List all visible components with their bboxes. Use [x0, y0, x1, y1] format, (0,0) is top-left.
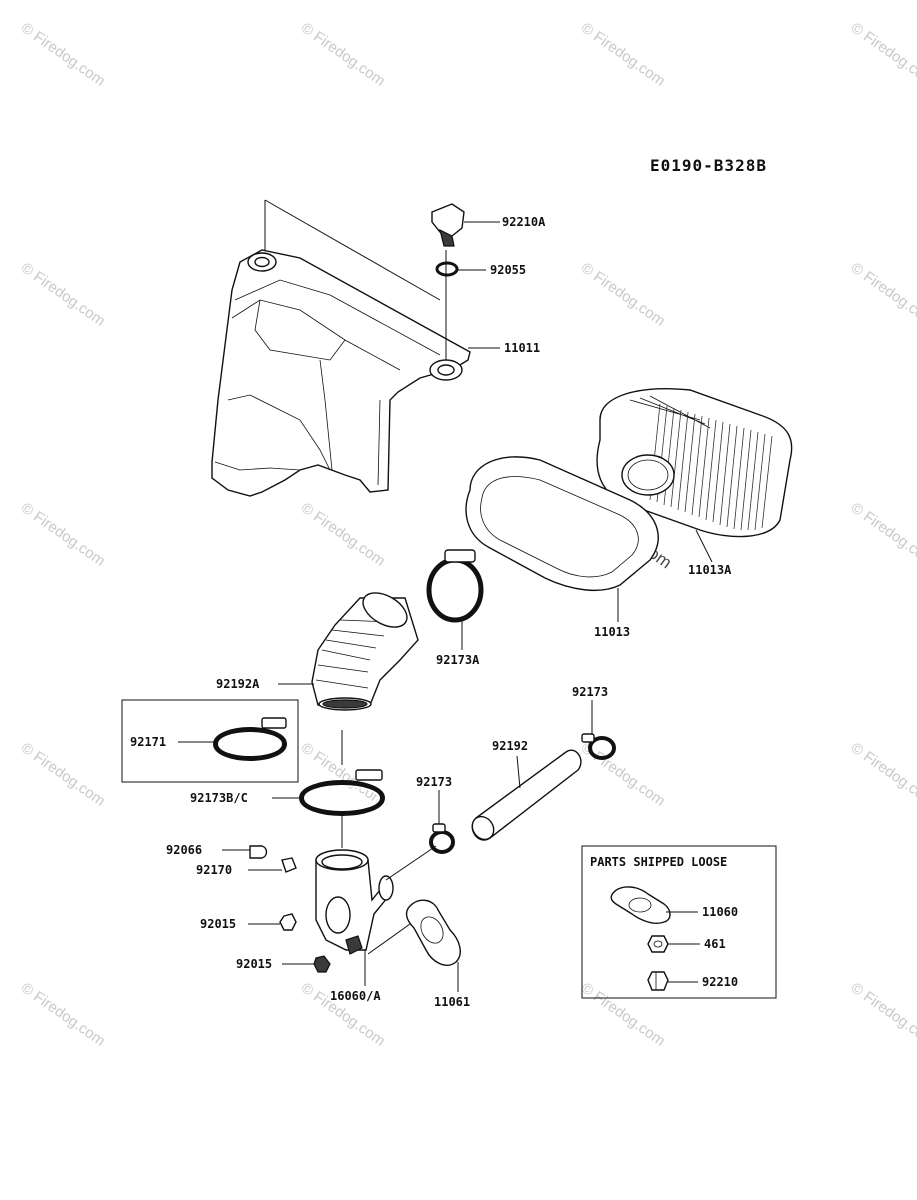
part-label-11011: 11011	[504, 341, 540, 355]
watermark-text: © Firedog.com	[578, 259, 669, 329]
part-label-92173A: 92173A	[436, 653, 480, 667]
part-label-92192: 92192	[492, 739, 528, 753]
washer-92055[interactable]	[435, 261, 486, 277]
part-label-11013: 11013	[594, 625, 630, 639]
hose-92192[interactable]	[468, 749, 582, 843]
pre-cleaner-11013[interactable]	[465, 456, 659, 622]
diagram-code: E0190-B328B	[650, 156, 767, 175]
watermark-text: © Firedog.com	[578, 19, 669, 89]
filter-element-11013A[interactable]	[596, 388, 793, 563]
part-label-16060A: 16060/A	[330, 989, 381, 1003]
watermark-text: © Firedog.com	[298, 499, 389, 569]
part-label-11061: 11061	[434, 995, 470, 1009]
nut-92210[interactable]	[647, 971, 698, 991]
band-clamp-92171[interactable]	[178, 717, 287, 761]
part-label-92173-lower: 92173	[416, 775, 452, 789]
part-label-92055: 92055	[490, 263, 526, 277]
watermark-text: © Firedog.com	[848, 259, 917, 329]
gasket-11060[interactable]	[610, 886, 698, 924]
watermark-text: © Firedog.com	[848, 19, 917, 89]
nut-92015-lower[interactable]	[282, 955, 331, 973]
part-label-92015-lower: 92015	[236, 957, 272, 971]
elbow-hose-92192A[interactable]	[278, 586, 419, 711]
watermark-text: © Firedog.com	[848, 499, 917, 569]
part-label-92170: 92170	[196, 863, 232, 877]
parts-shipped-loose-box: PARTS SHIPPED LOOSE	[581, 845, 777, 999]
watermark-layer: © Firedog.com © Firedog.com © Firedog.co…	[18, 19, 917, 1049]
part-label-461: 461	[704, 937, 726, 951]
watermark-text: © Firedog.com	[848, 979, 917, 1049]
part-label-92192A: 92192A	[216, 677, 260, 691]
hose-clamp-92173A[interactable]	[426, 549, 484, 650]
nut-92015-upper[interactable]	[248, 913, 297, 931]
wing-nut-92210A[interactable]	[431, 203, 500, 247]
part-label-92173-upper: 92173	[572, 685, 608, 699]
air-cleaner-cover-11011[interactable]	[211, 199, 471, 497]
part-label-92066: 92066	[166, 843, 202, 857]
watermark-text: © Firedog.com	[298, 19, 389, 89]
part-label-92210A: 92210A	[502, 215, 546, 229]
air-inlet-adapter-16060A[interactable]	[315, 845, 437, 986]
gasket-11061[interactable]	[367, 899, 461, 992]
part-label-11013A: 11013A	[688, 563, 732, 577]
watermark-text: © Firedog.com	[18, 19, 109, 89]
loose-box-title: PARTS SHIPPED LOOSE	[590, 855, 727, 869]
part-label-92210: 92210	[702, 975, 738, 989]
part-label-92171: 92171	[130, 735, 166, 749]
part-label-92173BC: 92173B/C	[190, 791, 248, 805]
watermark-text: © Firedog.com	[18, 739, 109, 809]
hose-clamp-92173-upper[interactable]	[581, 700, 616, 760]
optional-part-box-92171	[121, 699, 299, 783]
part-label-92015-upper: 92015	[200, 917, 236, 931]
watermark-text: © Firedog.com	[18, 499, 109, 569]
band-clamp-92173BC[interactable]	[272, 769, 385, 816]
clip-92170[interactable]	[248, 857, 297, 873]
watermark-text: © Firedog.com	[18, 259, 109, 329]
watermark-text: © Firedog.com	[848, 739, 917, 809]
pin-92066[interactable]	[222, 845, 268, 859]
watermark-text: © Firedog.com	[18, 979, 109, 1049]
washer-461[interactable]	[647, 935, 700, 953]
hose-clamp-92173-lower[interactable]	[429, 790, 455, 854]
part-label-11060: 11060	[702, 905, 738, 919]
